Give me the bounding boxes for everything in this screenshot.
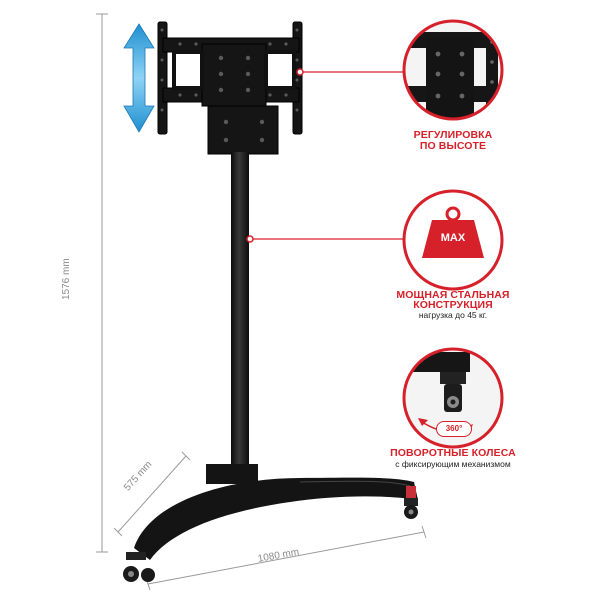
- mount-holes: [160, 28, 299, 143]
- stand-pole: [231, 152, 249, 482]
- feature-caster-title: ПОВОРОТНЫЕ КОЛЕСА: [390, 447, 516, 459]
- caster-left: [123, 552, 155, 582]
- height-adjust-arrow: [123, 23, 155, 133]
- rotation-badge: 360°: [436, 421, 472, 437]
- feature-height-title-line2: ПО ВЫСОТЕ: [419, 140, 487, 152]
- detail-circle-weight: [402, 189, 504, 291]
- height-dimension-label: 1576 mm: [61, 258, 72, 300]
- pole-base-block: [206, 464, 258, 484]
- detail-circle-mount: [402, 19, 504, 121]
- feature-caster-subtitle: с фиксирующим механизмом: [395, 459, 511, 469]
- stand-base: [134, 477, 418, 560]
- weight-max-icon: [422, 206, 484, 258]
- detail-circle-caster: [402, 347, 504, 449]
- dimension-lines: [96, 13, 427, 591]
- feature-steel-subtitle: нагрузка до 45 кг.: [418, 310, 488, 320]
- vesa-mount: [157, 21, 303, 155]
- caster-right: [404, 498, 418, 519]
- weight-max-label: MAX: [440, 232, 466, 244]
- feature-steel-title-line1: МОЩНАЯ СТАЛЬНАЯ: [396, 289, 510, 301]
- feature-height-title-line1: РЕГУЛИРОВКА: [413, 129, 493, 141]
- feature-steel-title-line2: КОНСТРУКЦИЯ: [413, 299, 493, 311]
